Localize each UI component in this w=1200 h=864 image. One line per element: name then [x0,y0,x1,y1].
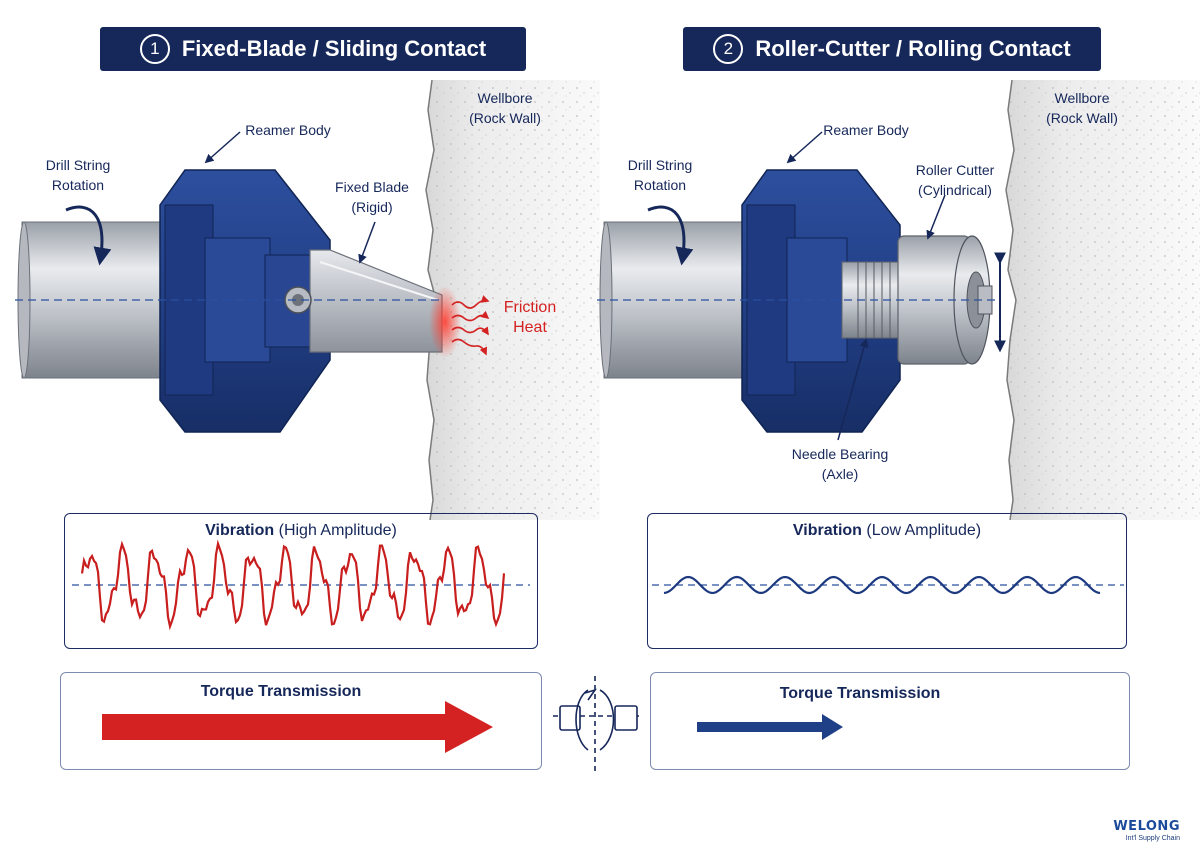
roller-cutter-line2: (Cylindrical) [918,182,992,198]
right-torque-box: Torque Transmission [650,672,1130,770]
vibration-label: Vibration [792,522,862,539]
right-panel-title: 2 Roller-Cutter / Rolling Contact [683,27,1101,71]
left-rock-wall [425,79,600,521]
wellbore-line1: Wellbore [477,90,533,106]
drill-string-line1: Drill String [627,157,693,173]
rotation-arrow-icon [65,205,112,266]
drill-string-line1: Drill String [45,157,111,173]
left-panel-title: 1 Fixed-Blade / Sliding Contact [100,27,526,71]
right-vibration-box: Vibration (Low Amplitude) [647,513,1127,649]
torque-arrow-large [102,701,493,753]
wellbore-line2: (Rock Wall) [469,110,541,126]
needle-bearing-line1: Needle Bearing [791,446,889,462]
left-vibration-box: Vibration (High Amplitude) [64,513,538,649]
wellbore-line1: Wellbore [1054,90,1110,106]
welong-logo: WELONG Int'l Supply Chain [1113,820,1180,843]
drill-string-line2: Rotation [51,177,105,193]
logo-main-text: WELONG [1113,819,1180,834]
high-amplitude-wave [80,539,506,631]
rotation-arrow-icon [647,205,694,266]
right-reamer-body-label: Reamer Body [823,122,909,138]
friction-line2: Heat [513,319,547,336]
left-panel-number: 1 [139,34,170,64]
friction-line1: Friction [503,299,557,316]
right-rock-wall [1005,79,1200,521]
left-torque-title: Torque Transmission [21,683,541,701]
coupling-icon [553,676,640,775]
friction-heat-label: Friction Heat [495,298,565,338]
fixed-blade-label: Fixed Blade (Rigid) [322,177,422,217]
right-panel-number: 2 [713,34,744,64]
left-drill-string-label: Drill String Rotation [28,155,128,195]
needle-bearing-line2: (Axle) [821,466,859,482]
right-torque-title: Torque Transmission [591,685,1129,703]
torque-title-text: Torque Transmission [200,683,362,700]
right-drill-string-label: Drill String Rotation [610,155,710,195]
vibration-qualifier: (Low Amplitude) [866,522,982,539]
fixed-blade-line1: Fixed Blade [335,179,409,195]
torque-arrow-small [697,714,843,740]
logo-sub-text: Int'l Supply Chain [1125,835,1180,842]
vibration-label: Vibration [205,522,275,539]
right-wellbore-label: Wellbore (Rock Wall) [1032,88,1132,128]
fixed-blade-line2: (Rigid) [351,199,393,215]
roller-cutter-label: Roller Cutter (Cylindrical) [900,160,1010,200]
friction-heat-icon [429,286,461,358]
left-torque-box: Torque Transmission [60,672,542,770]
vibration-qualifier: (High Amplitude) [278,522,397,539]
left-wellbore-label: Wellbore (Rock Wall) [455,88,555,128]
right-vibration-title: Vibration (Low Amplitude) [648,522,1126,540]
needle-bearing-label: Needle Bearing (Axle) [780,444,900,484]
wellbore-line2: (Rock Wall) [1046,110,1118,126]
left-reamer-body-label: Reamer Body [245,122,331,138]
drill-string-line2: Rotation [633,177,687,193]
left-panel-title-text: Fixed-Blade / Sliding Contact [181,36,487,61]
torque-title-text: Torque Transmission [779,685,941,702]
left-vibration-title: Vibration (High Amplitude) [65,522,537,540]
roller-cutter-line1: Roller Cutter [915,162,995,178]
low-amplitude-wave [663,575,1101,595]
right-panel-title-text: Roller-Cutter / Rolling Contact [755,36,1071,61]
